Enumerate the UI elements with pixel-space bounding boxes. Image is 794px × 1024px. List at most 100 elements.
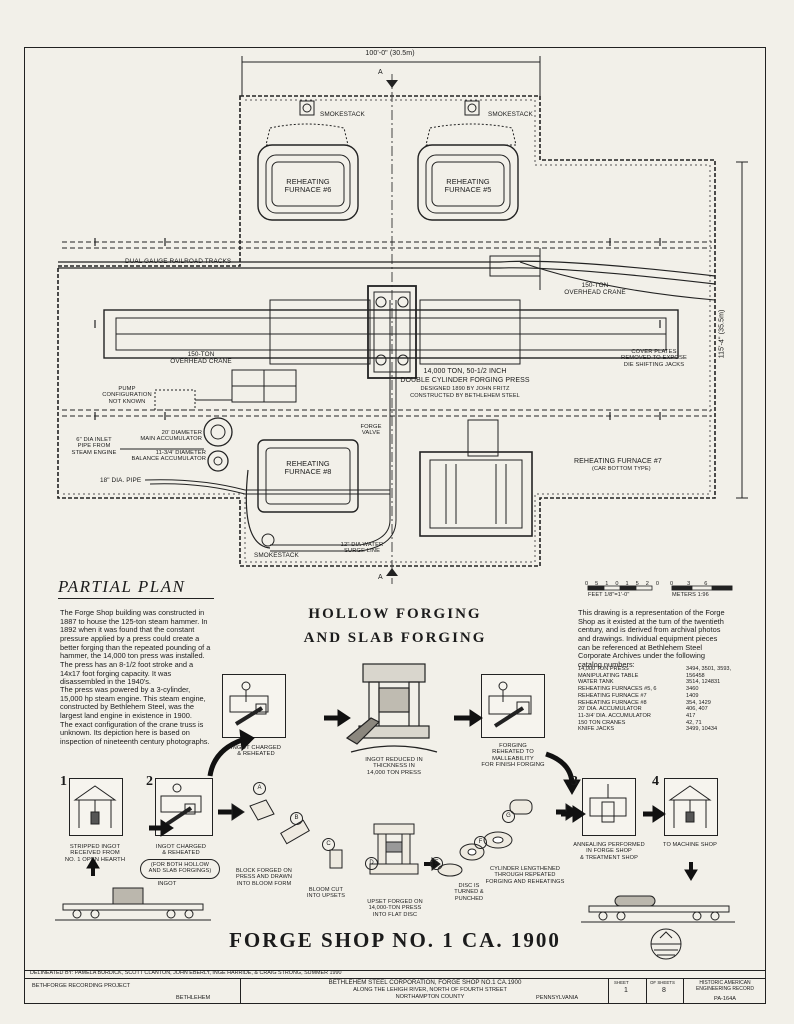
cover-plates-label: COVER PLATES REMOVED TO EXPOSE DIE SHIFT…	[621, 349, 687, 368]
section-marker-top: A	[378, 69, 383, 76]
record-number: PA-164A	[714, 996, 736, 1002]
history-paragraph-1: The Forge Shop building was constructed …	[60, 608, 211, 687]
step-number-4: 4	[652, 774, 659, 789]
both-hollow-slab-text: (FOR BOTH HOLLOW AND SLAB FORGINGS)	[148, 862, 212, 875]
county: NORTHAMPTON COUNTY	[395, 994, 465, 1000]
letter-g-text: G	[506, 813, 511, 819]
smokestack-label-8: SMOKESTACK	[254, 552, 299, 559]
pump-label: PUMP CONFIGURATION NOT KNOWN	[102, 386, 152, 405]
crane-right-label: 150-TON OVERHEAD CRANE	[564, 282, 626, 297]
stripped-ingot-label: STRIPPED INGOT RECEIVED FROM NO. 1 OPEN …	[64, 844, 126, 863]
archive-note: This drawing is a representation of the …	[578, 608, 725, 669]
owner-title: BETHLEHEM STEEL CORPORATION, FORGE SHOP …	[328, 979, 522, 986]
feet-tick: 5	[595, 581, 606, 588]
delineators: DELINEATED BY: PAMELA BURDICK, SCOTT CLA…	[30, 970, 342, 976]
open-hearth-icon	[73, 785, 117, 828]
catalog-row: MANIPULATING TABLE 156458	[578, 673, 748, 680]
forge-valve-label: FORGE VALVE	[360, 424, 382, 437]
state: PENNSYLVANIA	[536, 995, 579, 1001]
catalog-row: 20' DIA. ACCUMULATOR 406, 407	[578, 706, 748, 713]
step-letter-d: D	[365, 857, 378, 870]
press-capacity-label: 14,000 TON, 50-1/2 INCH	[423, 368, 507, 375]
furnace-6-label: REHEATING FURNACE #6	[284, 177, 332, 195]
panel-stripped-ingot	[69, 778, 123, 836]
partial-plan-title: PARTIAL PLAN	[58, 577, 186, 596]
catalog-row: 14,000 TON PRESS 3494, 3501, 3593,	[578, 666, 748, 673]
catalog-item: 20' DIA. ACCUMULATOR	[578, 706, 642, 713]
catalog-nums: 3499, 10434	[686, 726, 718, 733]
press-designer-label: DESIGNED 1890 BY JOHN FRITZ	[420, 386, 510, 392]
title-block	[24, 970, 766, 1005]
annealing-icon	[589, 784, 627, 823]
catalog-item: REHEATING FURNACES #5, 6	[578, 686, 657, 693]
ingot-charged-lower-label: INGOT CHARGED & REHEATED	[155, 844, 207, 857]
meter-tick: 0	[670, 581, 688, 588]
step-letter-g: G	[502, 810, 515, 823]
agency-name: HISTORIC AMERICAN ENGINEERING RECORD	[695, 980, 755, 992]
press-builder-label: CONSTRUCTED BY BETHLEHEM STEEL	[410, 393, 520, 399]
catalog-nums: 3460	[686, 686, 699, 693]
letter-b-text: B	[294, 815, 299, 821]
catalog-row: 11-3/4' DIA. ACCUMULATOR 417	[578, 713, 748, 720]
panel-ingot-charged-lower	[155, 778, 213, 836]
catalog-item: 150 TON CRANES	[578, 719, 626, 726]
panel-ingot-charged-upper	[222, 674, 286, 738]
furnace-5-label: REHEATING FURNACE #5	[444, 177, 492, 195]
feet-tick: 20	[645, 581, 666, 588]
panel-machine-shop	[664, 778, 718, 836]
step-letter-c: C	[322, 838, 335, 851]
smokestack-label-5: SMOKESTACK	[488, 111, 533, 118]
partial-plan-drawing	[57, 56, 748, 584]
annealing-label: ANNEALING PERFORMED IN FORGE SHOP & TREA…	[573, 842, 645, 861]
machine-shop-icon	[668, 785, 712, 828]
catalog-nums: 3494, 3501, 3593,	[686, 666, 732, 672]
catalog-nums: 42, 71	[686, 719, 702, 726]
both-hollow-slab-note: (FOR BOTH HOLLOW AND SLAB FORGINGS)	[140, 859, 220, 879]
catalog-nums: 354, 1429	[686, 699, 711, 706]
partial-plan-underline	[58, 598, 214, 599]
sheets-total-label: OF SHEETS	[650, 980, 675, 985]
title-block-divider-v4	[683, 978, 684, 1004]
catalog-nums: 156458	[686, 672, 705, 679]
meter-tick: 6	[704, 581, 722, 588]
disc-turned-label: DISC IS TURNED & PUNCHED	[454, 883, 484, 902]
feet-tick: 10	[605, 581, 626, 588]
catalog-item: 11-3/4' DIA. ACCUMULATOR	[578, 712, 651, 719]
furnace-7-note: (CAR BOTTOM TYPE)	[592, 466, 651, 472]
letter-e-text: E	[434, 860, 439, 866]
ingot-reduced-label: INGOT REDUCED IN THICKNESS IN 14,000 TON…	[365, 757, 423, 776]
catalog-item: 14,000 TON PRESS	[578, 666, 629, 672]
sheets-total: 8	[662, 987, 666, 994]
furnace-7-label: REHEATING FURNACE #7	[574, 458, 662, 465]
machine-shop-label: TO MACHINE SHOP	[663, 842, 717, 848]
catalog-nums: 3514, 124831	[686, 679, 721, 686]
letter-f-text: F	[478, 839, 483, 845]
bloom-cut-label: BLOOM CUT INTO UPSETS	[306, 887, 346, 900]
step-letter-a: A	[253, 782, 266, 795]
location: ALONG THE LEHIGH RIVER, NORTH OF FOURTH …	[353, 987, 507, 993]
catalog-row: 150 TON CRANES 42, 71	[578, 720, 748, 727]
block-forged-label: BLOCK FORGED ON PRESS AND DRAWN INTO BLO…	[236, 868, 292, 887]
catalog-list: 14,000 TON PRESS 3494, 3501, 3593, MANIPU…	[578, 666, 748, 733]
feet-tick: 0	[585, 581, 596, 588]
furnace-reheat-icon	[488, 681, 532, 728]
title-block-divider-v3	[646, 978, 647, 1004]
height-dimension: 115'-4" (35.5m)	[718, 309, 726, 359]
step-number-3: 3	[571, 774, 578, 789]
scale-meter-label: METERS 1:96	[672, 592, 709, 598]
catalog-nums: 417	[686, 712, 696, 719]
catalog-item: MANIPULATING TABLE	[578, 672, 639, 679]
letter-c-text: C	[326, 841, 331, 847]
section-marker-bottom: A	[378, 574, 383, 581]
ingot-label: INGOT	[157, 881, 177, 887]
catalog-nums: 406, 407	[686, 706, 708, 713]
forging-press-illustration	[345, 663, 438, 753]
main-accumulator-label: 20' DIAMETER MAIN ACCUMULATOR	[140, 430, 202, 443]
sheet-number: 1	[624, 987, 628, 994]
panel-forging-reheated	[481, 674, 545, 738]
letter-d-text: D	[369, 860, 374, 866]
smokestack-label-6: SMOKESTACK	[320, 111, 365, 118]
step-number-1: 1	[60, 774, 67, 789]
